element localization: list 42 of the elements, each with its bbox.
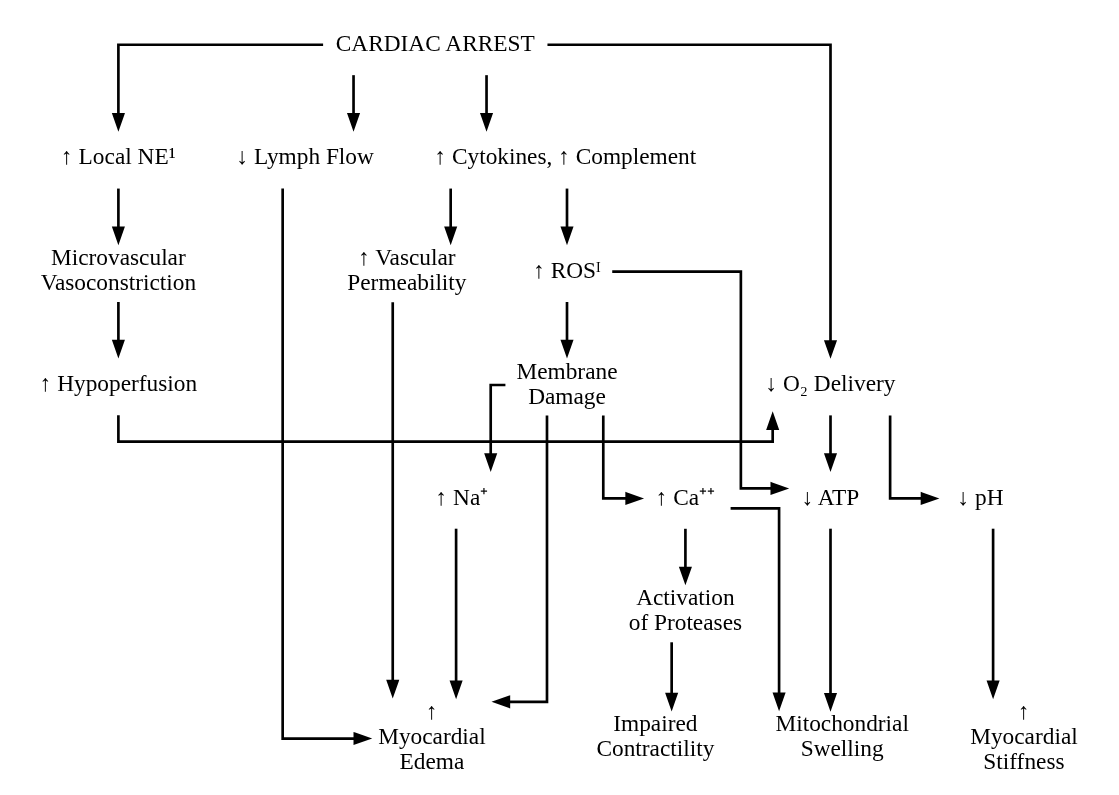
node-text: ↑ Myocardial Edema bbox=[378, 697, 486, 774]
node-text: Microvascular Vasoconstriction bbox=[40, 244, 197, 296]
node-text: Mitochondrial Swelling bbox=[775, 710, 909, 762]
arrow bbox=[823, 415, 838, 472]
arrow bbox=[612, 270, 790, 495]
arrow bbox=[560, 301, 574, 359]
arrow bbox=[547, 43, 838, 359]
arrow bbox=[444, 188, 458, 246]
node-text: ↑ Hypoperfusion bbox=[39, 370, 198, 397]
node-text: ↑ Ca⁺⁺ bbox=[655, 483, 716, 510]
arrow bbox=[560, 188, 574, 246]
arrow bbox=[449, 528, 463, 700]
arrow bbox=[678, 528, 692, 586]
arrow bbox=[823, 528, 838, 712]
arrow bbox=[386, 302, 400, 699]
arrow bbox=[111, 188, 125, 246]
node-text: Membrane Damage bbox=[516, 357, 618, 409]
arrow bbox=[601, 415, 645, 505]
arrow bbox=[111, 301, 125, 359]
arrow bbox=[480, 75, 494, 132]
node-text: ↓ O₂ Delivery bbox=[765, 370, 896, 397]
node-text: ↑ Na⁺ bbox=[435, 483, 489, 510]
node-text: ↑ Myocardial Stiffness bbox=[970, 697, 1078, 774]
node-text: ↑ Cytokines, ↑ Complement bbox=[434, 143, 697, 170]
node-text: Impaired Contractility bbox=[596, 710, 715, 762]
node-text: ↑ ROSᴵ bbox=[533, 256, 601, 283]
node-text: CARDIAC ARREST bbox=[335, 29, 535, 56]
arrow bbox=[888, 415, 940, 505]
node-text: ↑ Vascular Permeability bbox=[347, 244, 467, 296]
arrow bbox=[665, 642, 679, 712]
node-text: ↓ pH bbox=[957, 483, 1004, 510]
node-text: ↓ Lymph Flow bbox=[236, 143, 374, 170]
arrow bbox=[730, 507, 786, 712]
node-text: ↓ ATP bbox=[801, 483, 860, 510]
arrow bbox=[281, 188, 373, 746]
arrow bbox=[117, 411, 780, 444]
node-text: Activation of Proteases bbox=[628, 584, 743, 636]
arrow bbox=[111, 43, 324, 132]
arrow bbox=[491, 415, 549, 709]
arrow bbox=[347, 75, 361, 132]
arrow bbox=[986, 528, 1000, 700]
node-text: ↑ Local NE¹ bbox=[61, 143, 176, 170]
